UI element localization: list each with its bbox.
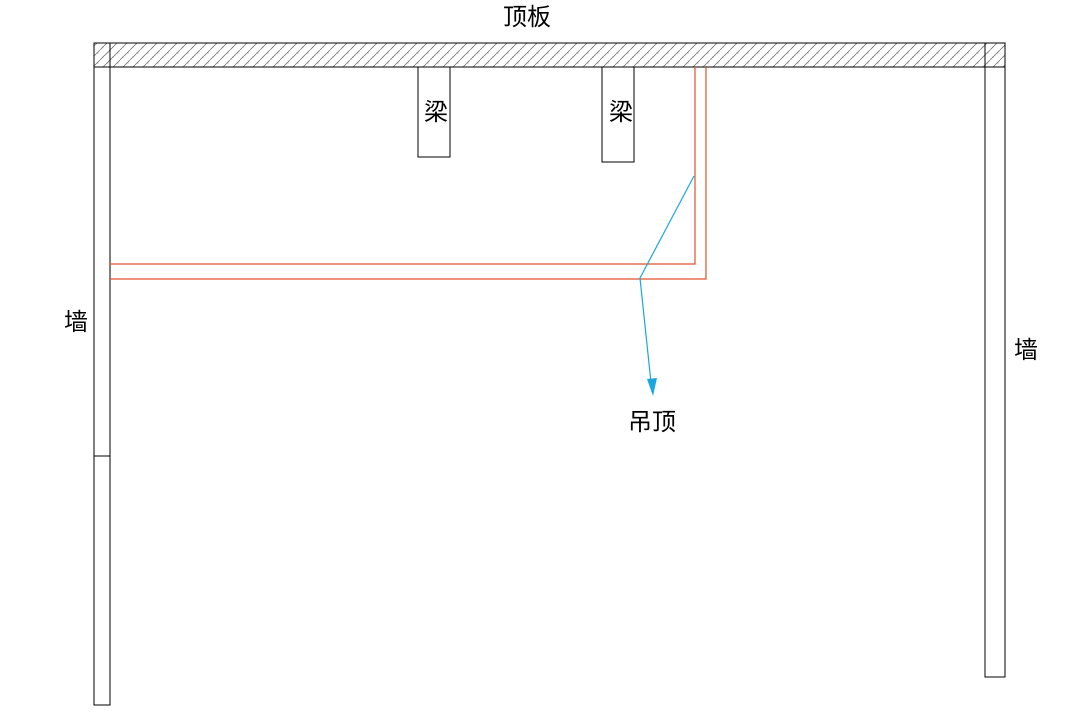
roof-slab xyxy=(93,42,1006,68)
right-wall xyxy=(984,66,1006,678)
ceiling-leader xyxy=(639,175,695,396)
beam-right xyxy=(601,66,635,163)
beam-right-label: 梁 xyxy=(609,98,633,126)
slab-label: 顶板 xyxy=(503,3,551,31)
beam-left-label: 梁 xyxy=(424,98,448,126)
wall-right-label: 墙 xyxy=(1014,336,1038,364)
wall-left-label: 墙 xyxy=(64,308,88,336)
left-wall xyxy=(93,66,111,706)
ceiling-label: 吊顶 xyxy=(628,408,676,436)
ceiling-outline xyxy=(110,67,707,280)
beam-left xyxy=(417,66,451,158)
